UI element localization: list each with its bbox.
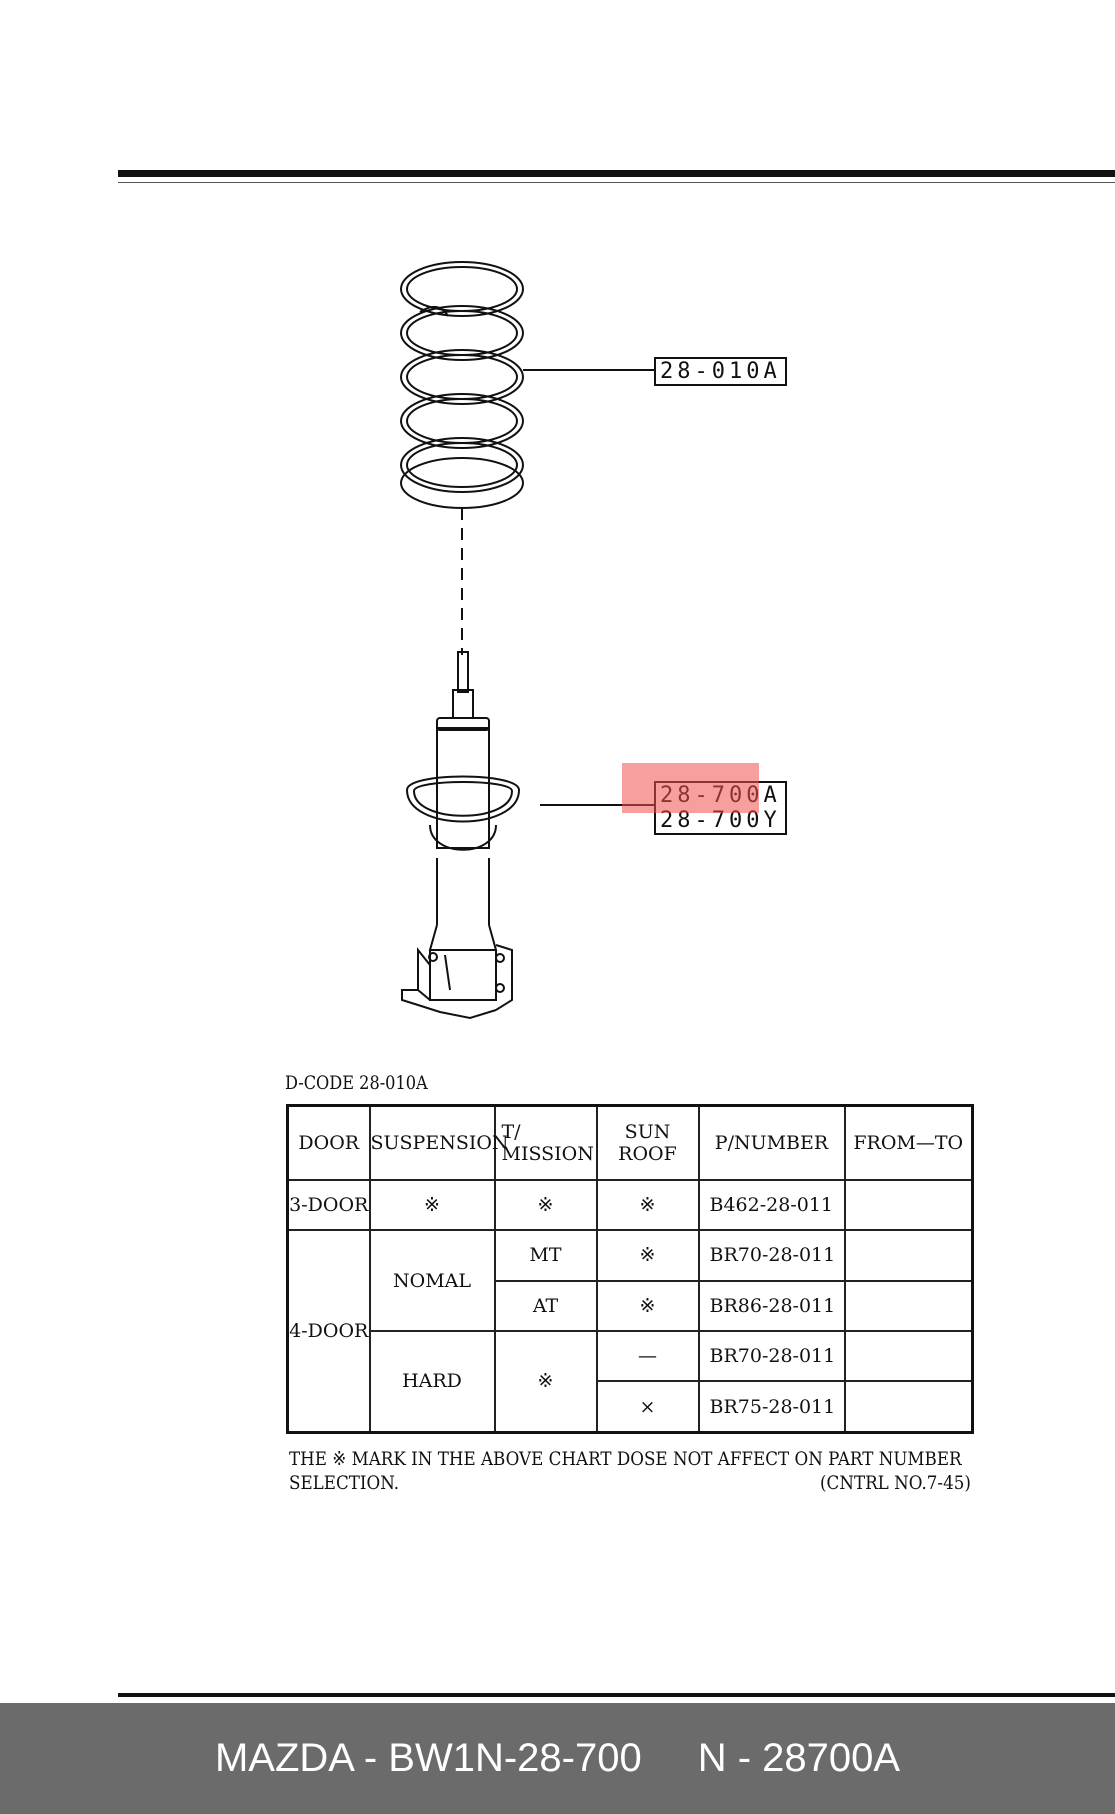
cell-suspension: HARD bbox=[368, 1329, 496, 1434]
dcode-label: D-CODE 28-010A bbox=[285, 1072, 428, 1094]
leader-lines bbox=[461, 369, 654, 806]
cell-from-to bbox=[843, 1178, 974, 1232]
cell-sunroof: ※ bbox=[595, 1229, 700, 1282]
cell-sunroof: × bbox=[595, 1380, 700, 1434]
note-line-1: THE ※ MARK IN THE ABOVE CHART DOSE NOT A… bbox=[289, 1448, 962, 1470]
cell-sunroof: — bbox=[595, 1329, 700, 1383]
cell-sunroof: ※ bbox=[595, 1178, 700, 1232]
table-row: HARD ※ — BR70-28-011 bbox=[288, 1329, 974, 1434]
top-rule bbox=[118, 170, 1115, 177]
cell-pnumber: BR75-28-011 bbox=[697, 1380, 846, 1434]
cell-pnumber: B462-28-011 bbox=[697, 1178, 846, 1232]
part-highlight bbox=[622, 763, 759, 813]
cell-mission: MT bbox=[493, 1229, 598, 1282]
table-row: 3-DOOR ※ ※ ※ B462-28-011 bbox=[286, 1178, 974, 1232]
footer-alt-number: N - 28700A bbox=[697, 1736, 901, 1780]
table-header-row: DOOR SUSPENSION T/ MISSION SUN ROOF P/NU… bbox=[286, 1104, 974, 1181]
header-mission: T/ MISSION bbox=[493, 1104, 598, 1181]
cell-pnumber: BR86-28-011 bbox=[697, 1279, 846, 1332]
cell-from-to bbox=[843, 1279, 974, 1332]
header-pnumber: P/NUMBER bbox=[697, 1104, 846, 1181]
cell-pnumber: BR70-28-011 bbox=[697, 1329, 846, 1383]
note-reference: (CNTRL NO.7-45) bbox=[820, 1472, 971, 1494]
cell-mission: ※ bbox=[493, 1178, 598, 1232]
header-door: DOOR bbox=[286, 1104, 371, 1181]
cell-pnumber: BR70-28-011 bbox=[697, 1229, 846, 1282]
table-row: AT ※ BR86-28-011 bbox=[288, 1279, 974, 1332]
footer-bar: MAZDA - BW1N-28-700 N - 28700A bbox=[0, 1703, 1115, 1814]
strut-drawing bbox=[401, 651, 521, 1020]
cell-suspension: ※ bbox=[368, 1178, 496, 1232]
table-row: × BR75-28-011 bbox=[288, 1380, 974, 1434]
callout-spring-part: 28-010A bbox=[654, 357, 787, 386]
footer-part-number: MAZDA - BW1N-28-700 bbox=[214, 1736, 642, 1780]
table-row: 4-DOOR NOMAL MT ※ BR70-28-011 bbox=[286, 1229, 974, 1434]
bottom-rule bbox=[118, 1693, 1115, 1697]
coil-spring-drawing bbox=[400, 261, 524, 509]
cell-mission: ※ bbox=[493, 1329, 598, 1434]
cell-suspension: NOMAL bbox=[368, 1229, 496, 1332]
top-rule-thin bbox=[118, 182, 1115, 183]
header-suspension: SUSPENSION bbox=[368, 1104, 509, 1181]
cell-from-to bbox=[843, 1329, 974, 1383]
cell-from-to bbox=[843, 1229, 974, 1282]
cell-mission: AT bbox=[493, 1279, 598, 1332]
cell-door: 3-DOOR bbox=[286, 1178, 371, 1232]
cell-from-to bbox=[843, 1380, 974, 1434]
header-from-to: FROM—TO bbox=[843, 1104, 974, 1181]
cell-sunroof: ※ bbox=[595, 1279, 700, 1332]
note-line-2: SELECTION. bbox=[289, 1472, 400, 1494]
header-sunroof: SUN ROOF bbox=[595, 1104, 700, 1181]
parts-table: DOOR SUSPENSION T/ MISSION SUN ROOF P/NU… bbox=[286, 1104, 974, 1434]
cell-door: 4-DOOR bbox=[286, 1229, 371, 1434]
